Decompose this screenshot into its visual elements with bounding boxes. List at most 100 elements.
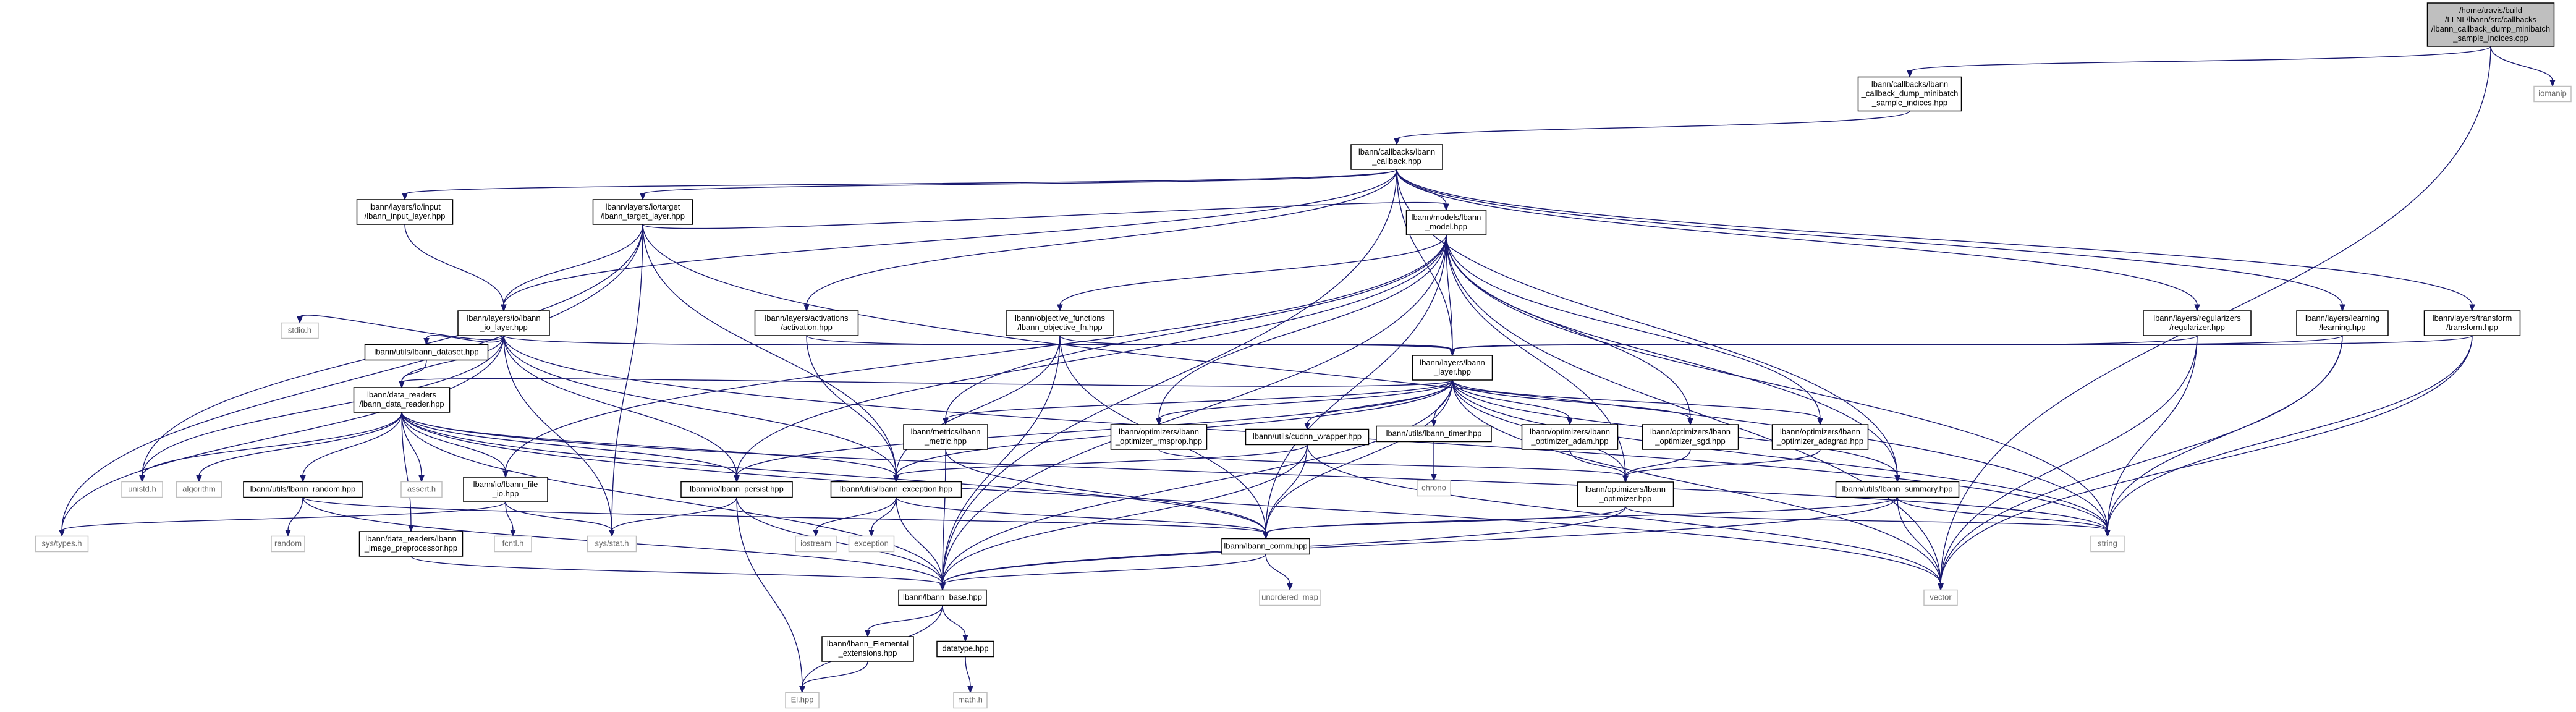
- edge-persist-to-el: [736, 497, 803, 687]
- node-label-sgd-line-0: lbann/optimizers/lbann: [1650, 427, 1731, 436]
- node-random_hpp[interactable]: lbann/utils/lbann_random.hpp: [243, 481, 363, 498]
- node-transform[interactable]: lbann/layers/transform/transform.hpp: [2423, 310, 2521, 336]
- node-datareader[interactable]: lbann/data_readers/lbann_data_reader.hpp: [353, 387, 451, 413]
- node-cb[interactable]: lbann/callbacks/lbann_callback.hpp: [1350, 144, 1443, 170]
- edge-datareader-to-vector: [401, 412, 1941, 585]
- edge-base-to-elemext: [867, 605, 943, 632]
- edge-transform-to-string: [2107, 335, 2473, 531]
- node-comm[interactable]: lbann/lbann_comm.hpp: [1221, 538, 1310, 555]
- edge-model-to-string: [1446, 234, 2108, 531]
- edge-cb-to-learning: [1396, 169, 2343, 306]
- node-objfn[interactable]: lbann/objective_functions/lbann_objectiv…: [1006, 310, 1114, 336]
- node-input[interactable]: lbann/layers/io/input/lbann_input_layer.…: [356, 199, 454, 225]
- node-elemext[interactable]: lbann/lbann_Elemental_extensions.hpp: [821, 636, 914, 662]
- edge-datareader-to-comm: [401, 412, 1266, 533]
- node-label-random_hpp-line-0: lbann/utils/lbann_random.hpp: [250, 485, 356, 494]
- node-box-exception: [830, 481, 962, 498]
- node-box-file_io: [463, 477, 548, 502]
- edge-layer-to-comm: [1265, 379, 1453, 533]
- node-optimizer[interactable]: lbann/optimizers/lbann_optimizer.hpp: [1577, 481, 1674, 507]
- node-label-datareader-line-1: /lbann_data_reader.hpp: [359, 399, 444, 409]
- node-regularizer[interactable]: lbann/layers/regularizers/regularizer.hp…: [2143, 310, 2252, 336]
- node-label-datatype-line-0: datatype.hpp: [942, 644, 988, 653]
- edge-arrowhead-cb-to-target: [640, 193, 646, 201]
- edge-arrowhead-layer-to-metric: [943, 418, 949, 426]
- node-label-transform-line-1: /transform.hpp: [2446, 323, 2498, 332]
- node-box-string: [2090, 535, 2125, 553]
- edge-root-to-dump: [1909, 46, 2491, 72]
- node-box-systypes: [35, 535, 89, 553]
- edge-objfn-to-layer: [1059, 335, 1453, 350]
- edge-model-to-base: [942, 234, 1447, 585]
- edge-arrowhead-dump-to-cb: [1394, 138, 1400, 146]
- node-exception[interactable]: lbann/utils/lbann_exception.hpp: [830, 481, 962, 498]
- edge-arrowhead-base-to-datatype: [962, 635, 968, 642]
- node-box-stdio: [281, 322, 319, 339]
- node-label-layer-line-0: lbann/layers/lbann: [1420, 358, 1485, 367]
- edge-iolayer-to-persist: [503, 335, 737, 477]
- edge-target-to-exception: [642, 224, 897, 477]
- node-rmsprop[interactable]: lbann/optimizers/lbann_optimizer_rmsprop…: [1110, 424, 1208, 450]
- edge-cb-to-activation: [806, 169, 1397, 306]
- edge-cudnn-to-base: [942, 444, 1308, 585]
- node-model[interactable]: lbann/models/lbann_model.hpp: [1405, 210, 1487, 235]
- node-label-cb-line-1: _callback.hpp: [1371, 156, 1421, 166]
- node-layer[interactable]: lbann/layers/lbann_layer.hpp: [1412, 355, 1493, 381]
- node-box-chrono: [1417, 480, 1451, 497]
- edge-datareader-to-exception: [401, 412, 897, 477]
- node-root[interactable]: /home/travis/build/LLNL/lbann/src/callba…: [2426, 2, 2555, 47]
- node-label-learning-line-0: lbann/layers/learning: [2305, 313, 2379, 323]
- node-label-fcntl-line-0: fcntl.h: [502, 539, 524, 548]
- edge-target-to-systypes: [61, 224, 643, 531]
- node-label-base-line-0: lbann/lbann_base.hpp: [903, 593, 982, 602]
- node-label-adagrad-line-0: lbann/optimizers/lbann: [1780, 427, 1860, 436]
- node-adagrad[interactable]: lbann/optimizers/lbann_optimizer_adagrad…: [1771, 424, 1869, 450]
- edge-persist-to-sysstat: [611, 497, 737, 531]
- edge-iolayer-to-systypes: [61, 335, 504, 531]
- edge-model-to-metric: [945, 234, 1447, 420]
- node-systypes: sys/types.h: [35, 535, 89, 553]
- edge-arrowhead-file_io-to-systypes: [59, 530, 65, 537]
- node-imgpre[interactable]: lbann/data_readers/lbann_image_preproces…: [358, 531, 464, 557]
- node-dump[interactable]: lbann/callbacks/lbann_callback_dump_mini…: [1857, 76, 1962, 112]
- node-box-adagrad: [1771, 424, 1869, 450]
- node-file_io[interactable]: lbann/io/lbann_file_io.hpp: [463, 477, 548, 502]
- node-label-transform-line-0: lbann/layers/transform: [2433, 313, 2512, 323]
- node-persist[interactable]: lbann/io/lbann_persist.hpp: [680, 481, 793, 498]
- node-box-sysstat: [587, 535, 637, 553]
- node-adam[interactable]: lbann/optimizers/lbann_optimizer_adam.hp…: [1521, 424, 1619, 450]
- edge-arrowhead-datareader-to-algorithm: [196, 475, 202, 483]
- edge-arrowhead-layer-to-datareader: [399, 381, 405, 389]
- node-label-layer-line-1: _layer.hpp: [1433, 367, 1471, 376]
- node-metric[interactable]: lbann/metrics/lbann_metric.hpp: [903, 424, 988, 450]
- node-label-model-line-0: lbann/models/lbann: [1412, 213, 1481, 222]
- node-target[interactable]: lbann/layers/io/target/lbann_target_laye…: [592, 199, 693, 225]
- node-dataset[interactable]: lbann/utils/lbann_dataset.hpp: [364, 344, 489, 361]
- node-box-datareader: [353, 387, 451, 413]
- node-label-el-line-0: El.hpp: [791, 695, 814, 705]
- edge-arrowhead-datareader-to-assert: [418, 475, 425, 483]
- node-iolayer[interactable]: lbann/layers/io/lbann_io_layer.hpp: [457, 310, 550, 336]
- edge-model-to-objfn: [1059, 234, 1447, 306]
- edge-datatype-to-math: [965, 656, 971, 687]
- edge-layer-to-string: [1452, 379, 2108, 531]
- node-learning[interactable]: lbann/layers/learning/learning.hpp: [2296, 310, 2389, 336]
- node-cudnn[interactable]: lbann/utils/cudnn_wrapper.hpp: [1245, 428, 1370, 446]
- node-base[interactable]: lbann/lbann_base.hpp: [898, 589, 987, 606]
- edge-cb-to-iolayer: [503, 169, 1397, 306]
- node-label-root-line-1: /LLNL/lbann/src/callbacks: [2445, 15, 2537, 24]
- node-datatype[interactable]: datatype.hpp: [936, 640, 994, 658]
- node-box-random_hpp: [243, 481, 363, 498]
- node-box-random: [271, 535, 305, 553]
- node-label-target-line-1: /lbann_target_layer.hpp: [601, 211, 685, 221]
- node-label-algorithm-line-0: algorithm: [182, 485, 215, 494]
- edge-summary-to-string: [1897, 497, 2108, 532]
- edge-activation-to-layer: [806, 335, 1453, 350]
- node-label-dump-line-0: lbann/callbacks/lbann: [1871, 80, 1948, 89]
- edge-arrowhead-summary-to-vector: [1938, 583, 1944, 591]
- edge-cb-to-base: [942, 169, 1397, 585]
- node-summary[interactable]: lbann/utils/lbann_summary.hpp: [1835, 481, 1960, 498]
- node-activation[interactable]: lbann/layers/activations/activation.hpp: [754, 310, 859, 336]
- node-sgd[interactable]: lbann/optimizers/lbann_optimizer_sgd.hpp: [1642, 424, 1739, 450]
- node-timer[interactable]: lbann/utils/lbann_timer.hpp: [1376, 425, 1492, 443]
